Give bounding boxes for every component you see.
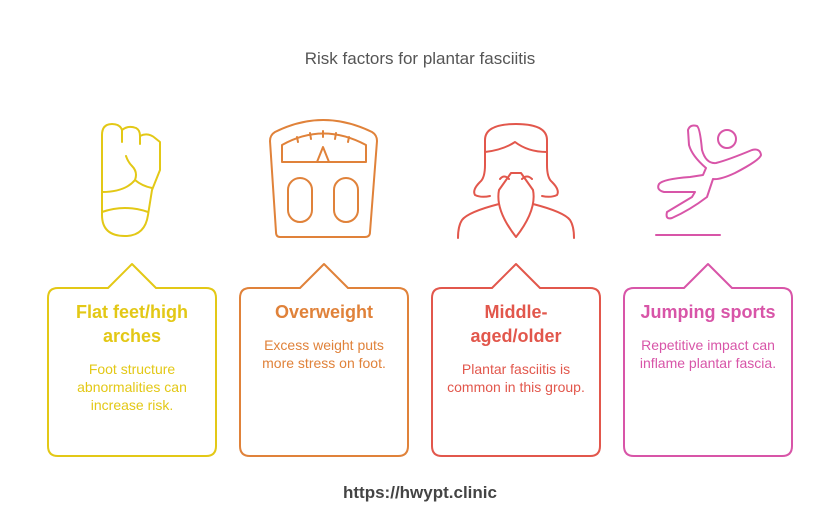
- risk-card-overweight: Overweight Excess weight puts more stres…: [240, 300, 408, 372]
- card-outline-jumping: [623, 263, 793, 457]
- risk-card-middle-aged: Middle-aged/older Plantar fasciitis is c…: [432, 300, 600, 396]
- card-outline-flat-feet: [47, 263, 217, 457]
- risk-card-jumping-sports: Jumping sports Repetitive impact can inf…: [624, 300, 792, 372]
- card-heading: Overweight: [274, 302, 374, 322]
- card-description: Repetitive impact can inflame plantar fa…: [639, 337, 777, 371]
- card-heading: Jumping sports: [640, 302, 776, 322]
- scale-icon: [269, 119, 378, 238]
- card-description: Plantar fasciitis is common in this grou…: [447, 361, 585, 395]
- older-woman-icon: [457, 123, 575, 239]
- jumping-person-icon: [655, 124, 762, 236]
- risk-card-flat-feet: Flat feet/high arches Foot structure abn…: [48, 300, 216, 414]
- card-description: Excess weight puts more stress on foot.: [262, 337, 386, 371]
- diagram-title: Risk factors for plantar fasciitis: [304, 49, 536, 68]
- footer-url: https://hwypt.clinic: [343, 483, 497, 502]
- card-outline-overweight: [239, 263, 409, 457]
- card-heading: Middle-aged/older: [470, 302, 562, 346]
- card-heading: Flat feet/high arches: [76, 302, 188, 346]
- card-description: Foot structure abnormalities can increas…: [77, 361, 187, 413]
- card-outline-middle-aged: [431, 263, 601, 457]
- foot-icon: [101, 123, 161, 237]
